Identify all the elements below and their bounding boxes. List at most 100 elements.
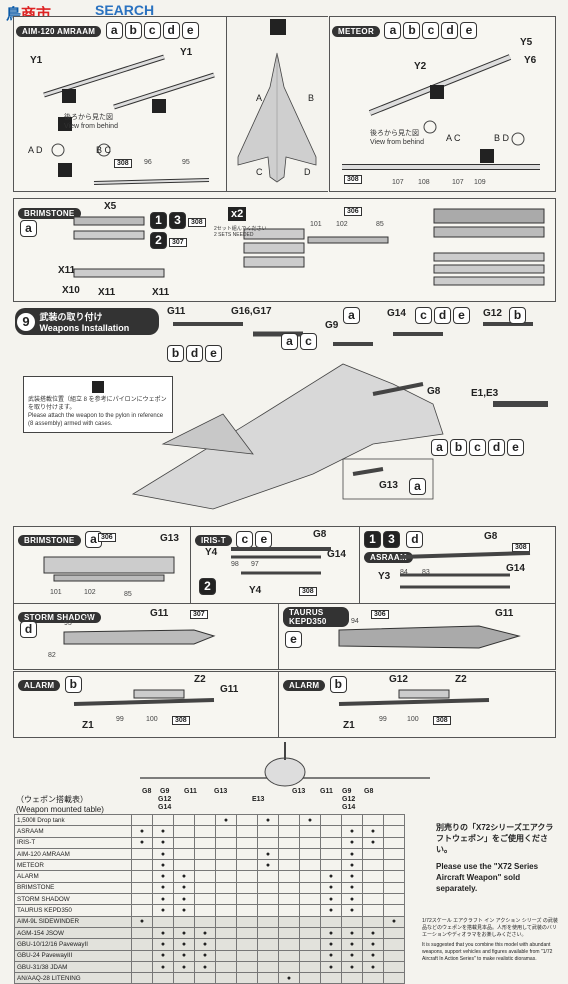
table-row: 1,500ll Drop tank●●●: [14, 813, 405, 827]
station-cell: ●: [341, 881, 363, 895]
station-cell: [131, 949, 153, 962]
mount-dot: ●: [160, 940, 166, 948]
step-title-jp: 武装の取り付け: [39, 312, 103, 322]
station-cell: ●: [152, 904, 174, 917]
letter-a: a: [384, 22, 402, 39]
station-cell: ●: [341, 893, 363, 906]
mount-dot: ●: [160, 861, 166, 869]
st-g14: G14: [158, 804, 172, 811]
station-cell: [278, 904, 300, 917]
station-cell: ●: [362, 938, 384, 951]
st-g12b: G12: [342, 796, 356, 803]
station-cell: [131, 926, 153, 940]
brim-n101: 101: [310, 221, 322, 228]
panel-aircraft-plan: A B C D: [226, 16, 328, 192]
brim-box306: 306: [344, 207, 362, 216]
station-cell: [215, 949, 237, 962]
station-cell: [236, 893, 258, 906]
r3-a1-z1: Z1: [82, 720, 94, 731]
letter-a: a: [105, 22, 123, 39]
mount-dot: ●: [181, 895, 187, 903]
station-cell: [299, 825, 321, 838]
station-cell: ●: [173, 893, 195, 906]
station-cell: [131, 813, 153, 827]
series-en: It is suggested that you combine this mo…: [422, 942, 553, 962]
g1617-label: G16,G17: [231, 306, 272, 317]
mount-dot: ●: [307, 816, 313, 824]
letter-d: d: [406, 531, 424, 548]
table-row: GBU-31/38 JDAM●●●●●●: [14, 960, 405, 974]
meteor-drawing: [342, 54, 540, 170]
station-cell: [320, 813, 342, 827]
weapon-name: AN/AAQ-28 LITENING: [14, 972, 132, 984]
station-cell: [173, 825, 195, 838]
table-row: GBU-10/12/16 PavewayII●●●●●●: [14, 938, 405, 951]
station-cell: [236, 960, 258, 974]
station-cell: [215, 893, 237, 906]
mount-dot: ●: [139, 839, 145, 847]
r3-a2-box308: 308: [433, 716, 451, 725]
irist-row-drawing: [231, 547, 331, 575]
weapon-name: AIM-9L SIDEWINDER: [14, 915, 132, 928]
letter-e: e: [181, 22, 199, 39]
station-cell: ●: [320, 938, 342, 951]
storm-tag: STORM SHADOW: [18, 612, 102, 623]
station-cell: [299, 893, 321, 906]
weapon-mounted-table: 1,500ll Drop tank●●●ASRAAM●●●●IRIS-T●●●●…: [14, 813, 405, 984]
r3-a1-box308: 308: [172, 716, 190, 725]
table-row: AIM-9L SIDEWINDER●●: [14, 915, 405, 928]
g9-letters: a: [343, 306, 362, 324]
station-cell: ●: [341, 938, 363, 951]
station-cell: [320, 825, 342, 838]
station-cell: [215, 825, 237, 838]
r1-g13: G13: [160, 533, 179, 544]
r1-asraam-g8: G8: [484, 531, 498, 542]
r3-a1-z2: Z2: [194, 674, 206, 685]
weapon-name: 1,500ll Drop tank: [14, 813, 132, 827]
series-note: 1/72スケール エアクラフト イン アクション シリーズ の武装品などのウェポ…: [422, 918, 558, 963]
sets-en: 2 SETS NEEDED: [214, 232, 254, 238]
mount-dot: ●: [370, 940, 376, 948]
table-row: METEOR●●●: [14, 859, 405, 872]
station-cell: [215, 926, 237, 940]
mount-dot: ●: [328, 963, 334, 971]
mount-dot: ●: [349, 940, 355, 948]
alarm2-row-drawing: [338, 689, 490, 706]
mount-dot: ●: [181, 952, 187, 960]
station-cell: [299, 859, 321, 872]
letter-b: b: [509, 307, 526, 324]
g13-label: G13: [379, 480, 398, 491]
sold-jp: 別売りの「X72シリーズエアクラフトウェポン」をご使用ください。: [436, 823, 554, 854]
plan-c: C: [256, 167, 263, 177]
station-cell: [257, 960, 279, 974]
mount-dot: ●: [160, 952, 166, 960]
station-cell: ●: [362, 836, 384, 849]
table-row: BRIMSTONE●●●●: [14, 881, 405, 895]
station-cell: [299, 836, 321, 849]
station-cell: [362, 870, 384, 883]
station-cell: [341, 972, 363, 984]
station-cell: [131, 904, 153, 917]
mount-dot: ●: [349, 827, 355, 835]
plan-b: B: [308, 93, 315, 103]
table-row: IRIS-T●●●●: [14, 836, 405, 849]
letter-d: d: [162, 22, 180, 39]
letter-a: a: [343, 307, 360, 324]
station-cell: [383, 881, 405, 895]
station-cell: [257, 893, 279, 906]
station-cell: ●: [152, 926, 174, 940]
station-cell: [131, 972, 153, 984]
g9-label: G9: [325, 320, 339, 331]
station-cell: [257, 881, 279, 895]
station-cell: ●: [278, 972, 300, 984]
x5-label: X5: [104, 201, 117, 212]
letter-b: b: [450, 439, 467, 456]
y1b-label: Y1: [180, 47, 193, 58]
station-cell: ●: [362, 825, 384, 838]
meteor-tag: METEOR: [332, 26, 381, 37]
mount-dot: ●: [139, 827, 145, 835]
y1-label: Y1: [30, 55, 43, 66]
aircraft-plan-drawing: [237, 19, 317, 183]
station-cell: [383, 836, 405, 849]
